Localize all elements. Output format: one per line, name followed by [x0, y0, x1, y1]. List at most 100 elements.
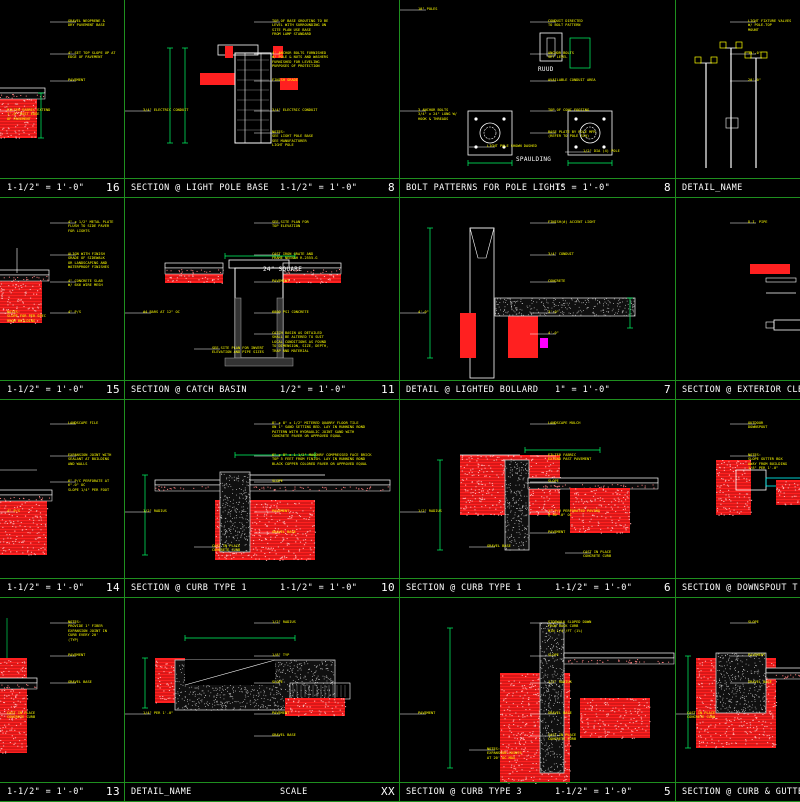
detail-title: SECTION @ CURB TYPE 1 [406, 579, 522, 597]
title-block: 1-1/2" = 1'-0" 14 [0, 578, 124, 597]
callout-note: CAST IN PLACE CONCRETE CURB [583, 550, 611, 559]
curb-concrete [540, 623, 564, 773]
callout-note: 1" P/V PERFORATED PAVING @ 30'-0" OC [548, 509, 600, 518]
callout-note: TOP OF CONC FOOTING [548, 108, 589, 112]
detail-number: 14 [106, 579, 120, 597]
callout-note: 1/2" RADIUS [418, 509, 442, 513]
sign-panel [726, 118, 738, 128]
detail-drawing [676, 598, 800, 784]
callout-note: D.I. PIPE [748, 220, 767, 224]
detail-drawing [676, 198, 800, 382]
callout-note: 1/2" DIA (4) POLE [583, 149, 620, 153]
detail-title: DETAIL_NAME [682, 179, 743, 197]
callout-note: GRAVEL BASE [748, 680, 772, 684]
anchor-bolt [574, 145, 577, 148]
detail-panel[interactable]: NOTES: PROVIDE 1" FIBER EXPANSION JOINT … [0, 598, 125, 802]
callout-note: SLOPE [272, 479, 283, 483]
title-block: SECTION @ LIGHT POLE BASE 1-1/2" = 1'-0" 8 [125, 178, 399, 197]
detail-title: SECTION @ LIGHT POLE BASE [131, 179, 269, 197]
gravel-layer [0, 495, 52, 501]
title-block: SECTION @ CURB & GUTTE [676, 782, 800, 801]
detail-drawing [400, 198, 676, 382]
callout-note: 4" x 1/2" METAL PLATE FLUSH TO SIDE PAVE… [68, 220, 113, 233]
basin-slab [225, 358, 293, 366]
detail-drawing [400, 400, 676, 580]
callout-note: FINISH GRADE [272, 78, 298, 82]
callout-note: CATCH BASIN AS DETAILED SHALL BE ALTERED… [272, 331, 328, 353]
callout-note: SIDEWALK SLOPED DOWN FROM BACK CURB MIN … [548, 620, 591, 633]
detail-panel[interactable]: 4" x 1/2" METAL PLATE FLUSH TO SIDE PAVE… [0, 198, 125, 400]
callout-note: ANCHOR BOLTS SET LEVEL [548, 51, 574, 60]
callout-note: NOTES: PROVIDE 1" FIBER EXPANSION JOINT … [68, 620, 107, 642]
callout-note: CONCRETE [548, 279, 565, 283]
wall-section [750, 264, 790, 274]
gravel-layer [165, 268, 223, 274]
callout-note: CONDUIT DIRECTED TO BOLT PATTERN [548, 19, 583, 28]
callout-note: NOTES: EXPANSION JOINTS AT 20' OC MAX [487, 747, 522, 760]
detail-panel[interactable]: D.I. PIPE SECTION @ EXTERIOR CLEA [676, 198, 800, 400]
detail-drawing [125, 0, 400, 180]
callout-note: AVAILABLE CONDUIT AREA [548, 78, 596, 82]
detail-scale: 1" = 1'-0" [555, 381, 610, 399]
callout-note: 15'-0" [748, 51, 761, 55]
detail-number: 8 [664, 179, 671, 197]
callout-note: CAST IN PLACE CONCRETE CURB [548, 733, 576, 742]
pavement-layer [766, 668, 800, 673]
detail-panel[interactable]: SEE SITE PLAN FOR TOP ELEVATION CAST IRON… [125, 198, 400, 400]
title-block: 1-1/2" = 1'-0"15 [0, 380, 124, 399]
detail-number: XX [381, 783, 395, 801]
cleanout [774, 320, 800, 330]
detail-panel[interactable]: TOP OF BASE GROUTING TO BE LEVEL WITH SU… [125, 0, 400, 198]
callout-note: 3'-0" [548, 310, 559, 314]
title-block: 1-1/2" = 1'-0"16 [0, 178, 124, 197]
detail-scale: 1-1/2" = 1'-0" [7, 579, 84, 597]
callout-note: PAVEMENT [548, 530, 565, 534]
callout-note: SLOPE [548, 479, 559, 483]
detail-title: SECTION @ EXTERIOR CLEA [682, 381, 800, 399]
detail-title: SECTION @ CURB & GUTTE [682, 783, 800, 801]
detail-number: 7 [664, 381, 671, 399]
callout-note: 20'-0" [748, 78, 761, 82]
callout-note: FINISH(#) ACCENT LIGHT [548, 220, 596, 224]
detail-number: 8 [388, 179, 395, 197]
callout-note: 10" POLES [418, 7, 437, 11]
callout-note: GRAVEL BASE [548, 711, 572, 715]
callout-note: GRAVEL BASE [272, 530, 296, 534]
callout-note: NOTES: SLOPE FOR PER SPEC FROM BUILDING [7, 310, 46, 323]
detail-panel[interactable]: 8" x 8" x 1/2" MITERED QUARRY FLOOR TILE… [125, 400, 400, 598]
callout-note: PAVEMENT [272, 509, 289, 513]
callout-note: SLOPE [748, 620, 759, 624]
detail-panel[interactable]: SIDEWALK SLOPED DOWN FROM BACK CURB MIN … [400, 598, 676, 802]
brick-hatch [716, 460, 751, 515]
callout-note: CAST IRON GRATE AND FRAME NEENAH R-2555-… [272, 252, 317, 261]
detail-scale: 1-1/2" = 1'-0" [7, 783, 84, 801]
detail-title: SECTION @ CATCH BASIN [131, 381, 247, 399]
detail-scale: 1-1/2" = 1'-0" [280, 179, 357, 197]
callout-note: NOTES: SLOPE GUTTER BOX AWAY FROM BUILDI… [748, 453, 787, 471]
pavement-layer [0, 678, 37, 683]
callout-note: SLOPE [272, 680, 283, 684]
callout-note: PAVEMENT [748, 653, 765, 657]
callout-note: PAVEMENT [68, 653, 85, 657]
callout-note: PAVEMENT [272, 279, 289, 283]
detail-title: SECTION @ DOWNSPOUT T [682, 579, 798, 597]
callout-note: SEE SITE PLAN FOR TOP ELEVATION [272, 220, 309, 229]
callout-note: NOTES: SEE LIGHT POLE BASE SEE MANUFACTU… [272, 130, 313, 148]
pole-base [235, 53, 271, 143]
detail-scale: 1/2" = 1'-0" [280, 381, 346, 399]
detail-title: SECTION @ CURB TYPE 1 [131, 579, 247, 597]
detail-panel[interactable]: CONDUIT DIRECTED TO BOLT PATTERN ANCHOR B… [400, 0, 676, 198]
callout-note: 4" SET TOP SLOPE UP AT EDGE OF PAVEMENT [68, 51, 116, 60]
drawing-label: 24" SQUARE [263, 266, 302, 273]
